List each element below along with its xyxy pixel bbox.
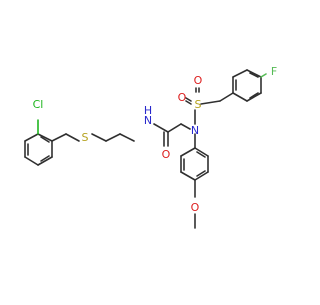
bond <box>65 133 80 142</box>
bond <box>119 133 135 142</box>
bond <box>105 133 121 142</box>
bond <box>232 69 248 78</box>
molecule-svg: Cl S N H O N S O O F O <box>24 65 278 229</box>
bond <box>246 92 262 102</box>
atom-o-sulfonyl-1: O <box>178 91 187 104</box>
bond <box>24 133 39 142</box>
bond <box>51 133 67 142</box>
atom-f: F <box>271 65 277 78</box>
bond <box>180 147 196 157</box>
bond <box>24 156 39 166</box>
bond <box>167 123 182 133</box>
bond <box>200 100 221 105</box>
bond <box>180 171 196 181</box>
bond <box>185 100 192 105</box>
bond-inner <box>40 136 50 143</box>
atom-labels: Cl S N H O N S O O F O <box>33 65 278 214</box>
bond <box>260 73 267 78</box>
bond-inner <box>40 155 50 162</box>
bond <box>37 133 53 142</box>
atom-s-sulfonyl: S <box>195 98 202 111</box>
atom-cl: Cl <box>33 98 44 111</box>
bond <box>153 123 169 133</box>
bond-inner <box>249 92 259 99</box>
atom-s-thioether: S <box>82 131 89 144</box>
bond <box>194 147 209 157</box>
atom-o-carbonyl: O <box>162 148 171 161</box>
bond <box>91 133 107 142</box>
bond <box>37 156 53 166</box>
atom-o-sulfonyl-2: O <box>194 74 203 87</box>
bond <box>194 171 209 181</box>
bond-inner <box>196 170 206 177</box>
atom-n-amide: N <box>144 114 152 127</box>
bond <box>219 92 234 102</box>
bond <box>232 92 248 102</box>
bond-inner <box>249 72 259 78</box>
atom-n-amine: N <box>191 124 199 137</box>
atom-h-amide: H <box>144 104 152 117</box>
atom-o-methoxy: O <box>191 201 200 214</box>
bonds <box>24 69 267 229</box>
bond-inner <box>196 151 206 158</box>
bond <box>180 123 191 130</box>
molecule-diagram: Cl S N H O N S O O F O <box>24 65 278 229</box>
bond <box>246 69 262 78</box>
bond <box>185 97 192 102</box>
